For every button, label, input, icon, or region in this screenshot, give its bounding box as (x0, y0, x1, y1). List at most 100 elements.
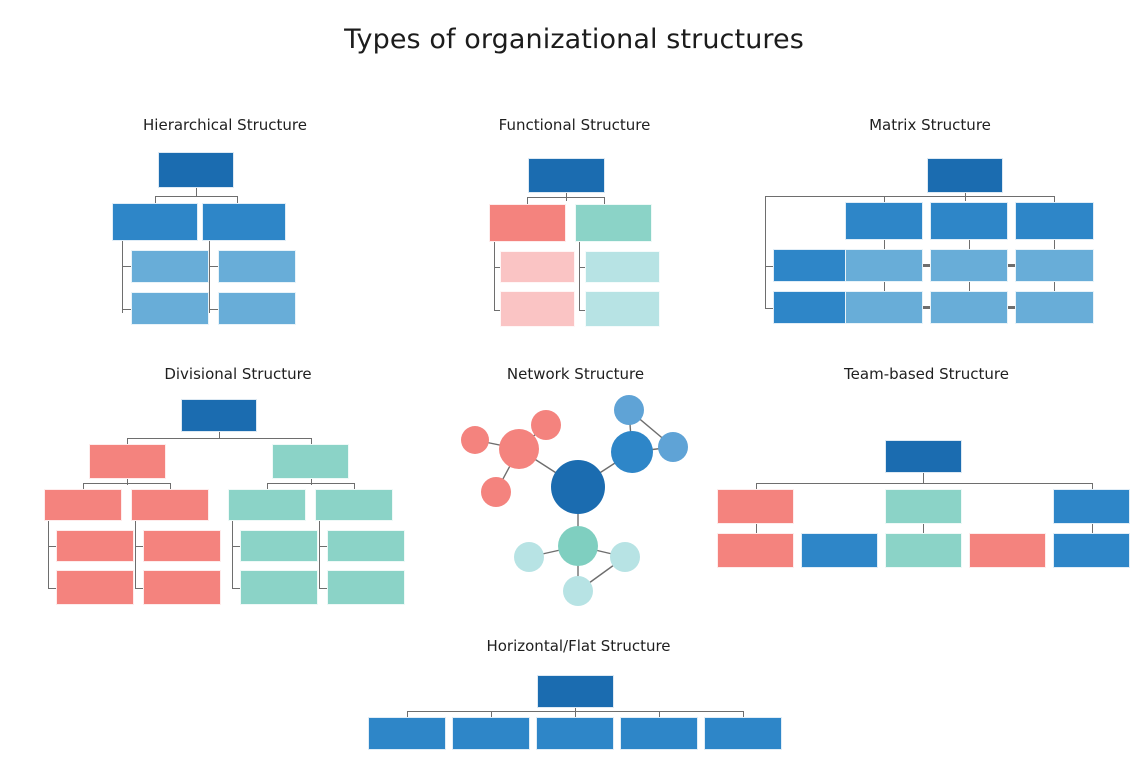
team-based-node-member-3[interactable] (885, 533, 962, 568)
matrix-node-cell-1-3[interactable] (1015, 249, 1094, 282)
team-based-node-member-1[interactable] (717, 533, 794, 568)
connector-functional-7 (579, 242, 580, 311)
team-based-node-member-5[interactable] (1053, 533, 1130, 568)
network-node-red-satellite-left[interactable] (461, 426, 489, 454)
matrix-node-root[interactable] (927, 158, 1003, 193)
connector-functional-3 (604, 197, 605, 204)
team-based-node-team-lead-2[interactable] (885, 489, 962, 524)
hierarchical-node-level3-left-2[interactable] (131, 292, 209, 325)
connector-hierarchical-7 (209, 241, 210, 313)
connector-divisional-14 (48, 588, 56, 589)
functional-node-unit-right-1[interactable] (585, 251, 660, 283)
connector-hierarchical-1 (155, 196, 237, 197)
connector-divisional-21 (319, 521, 320, 589)
connector-team-based-4 (756, 524, 757, 534)
functional-node-division-right[interactable] (575, 204, 652, 242)
matrix-node-column-head-2[interactable] (930, 202, 1008, 240)
connector-horizontal-flat-3 (491, 711, 492, 717)
functional-node-unit-left-2[interactable] (500, 291, 575, 327)
network-node-teal-satellite-left[interactable] (514, 542, 544, 572)
divisional-node-leaf-right-1-a[interactable] (240, 530, 318, 562)
hierarchical-node-level3-left-1[interactable] (131, 250, 209, 283)
divisional-node-division-left[interactable] (89, 444, 166, 479)
connector-team-based-6 (1092, 524, 1093, 534)
network-node-hub-red[interactable] (499, 429, 539, 469)
connector-divisional-23 (319, 588, 327, 589)
network-node-teal-satellite-right[interactable] (610, 542, 640, 572)
connector-functional-9 (579, 310, 586, 311)
matrix-node-cell-2-1[interactable] (845, 291, 923, 324)
horizontal-flat-node-unit-3[interactable] (536, 717, 614, 750)
team-based-node-team-lead-1[interactable] (717, 489, 794, 524)
divisional-node-leaf-right-2-a[interactable] (327, 530, 405, 562)
horizontal-flat-node-unit-1[interactable] (368, 717, 446, 750)
divisional-node-sub-right-2[interactable] (315, 489, 393, 521)
divisional-node-sub-left-2[interactable] (131, 489, 209, 521)
matrix-node-cell-1-1[interactable] (845, 249, 923, 282)
divisional-node-leaf-left-2-b[interactable] (143, 570, 221, 605)
connector-hierarchical-9 (209, 309, 218, 310)
connector-team-based-0 (923, 473, 924, 483)
divisional-node-leaf-left-1-b[interactable] (56, 570, 134, 605)
connector-divisional-15 (135, 521, 136, 589)
divisional-node-leaf-right-2-b[interactable] (327, 570, 405, 605)
hierarchical-node-level2-right[interactable] (202, 203, 286, 241)
divisional-node-root[interactable] (181, 399, 257, 432)
functional-node-root[interactable] (528, 158, 605, 193)
team-based-node-root[interactable] (885, 440, 962, 473)
network-node-hub-teal[interactable] (558, 526, 598, 566)
connector-matrix-12 (1054, 282, 1055, 292)
network-node-teal-satellite-bottom[interactable] (563, 576, 593, 606)
connector-hierarchical-2 (155, 196, 156, 203)
divisional-node-sub-left-1[interactable] (44, 489, 122, 521)
matrix-node-cell-2-2[interactable] (930, 291, 1008, 324)
divisional-node-division-right[interactable] (272, 444, 349, 479)
matrix-node-column-head-3[interactable] (1015, 202, 1094, 240)
network-node-hub-center[interactable] (551, 460, 605, 514)
connector-horizontal-flat-5 (743, 711, 744, 717)
team-based-node-member-4[interactable] (969, 533, 1046, 568)
connector-hierarchical-0 (196, 188, 197, 196)
hierarchical-node-root[interactable] (158, 152, 234, 188)
hierarchical-node-level3-right-1[interactable] (218, 250, 296, 283)
network-node-red-satellite-top[interactable] (531, 410, 561, 440)
horizontal-flat-node-unit-4[interactable] (620, 717, 698, 750)
divisional-node-leaf-right-1-b[interactable] (240, 570, 318, 605)
connector-matrix-9 (1054, 240, 1055, 250)
connector-divisional-2 (127, 438, 128, 444)
connector-divisional-16 (135, 546, 143, 547)
connector-matrix-2 (765, 196, 766, 308)
connector-divisional-9 (267, 483, 355, 484)
connector-hierarchical-5 (122, 266, 131, 267)
connector-divisional-22 (319, 546, 327, 547)
matrix-node-column-head-1[interactable] (845, 202, 923, 240)
hierarchical-node-level2-left[interactable] (112, 203, 198, 241)
connector-functional-8 (579, 267, 586, 268)
cell-link-matrix-3 (923, 306, 931, 309)
horizontal-flat-node-unit-5[interactable] (704, 717, 782, 750)
connector-horizontal-flat-0 (575, 708, 576, 717)
network-node-blue-satellite-right[interactable] (658, 432, 688, 462)
functional-node-unit-right-2[interactable] (585, 291, 660, 327)
team-based-node-team-lead-3[interactable] (1053, 489, 1130, 524)
functional-node-division-left[interactable] (489, 204, 566, 242)
matrix-node-row-head-1[interactable] (773, 249, 847, 282)
divisional-node-leaf-left-2-a[interactable] (143, 530, 221, 562)
connector-divisional-6 (83, 483, 84, 489)
network-node-hub-blue[interactable] (611, 431, 653, 473)
hierarchical-node-level3-right-2[interactable] (218, 292, 296, 325)
network-node-blue-satellite-top[interactable] (614, 395, 644, 425)
horizontal-flat-node-unit-2[interactable] (452, 717, 530, 750)
functional-node-unit-left-1[interactable] (500, 251, 575, 283)
divisional-node-sub-right-1[interactable] (228, 489, 306, 521)
panel-title-matrix: Matrix Structure (869, 116, 991, 134)
team-based-node-member-2[interactable] (801, 533, 878, 568)
horizontal-flat-node-root[interactable] (537, 675, 614, 708)
connector-matrix-11 (969, 282, 970, 292)
connector-divisional-11 (354, 483, 355, 489)
matrix-node-cell-2-3[interactable] (1015, 291, 1094, 324)
matrix-node-cell-1-2[interactable] (930, 249, 1008, 282)
network-node-red-satellite-bottom[interactable] (481, 477, 511, 507)
divisional-node-leaf-left-1-a[interactable] (56, 530, 134, 562)
